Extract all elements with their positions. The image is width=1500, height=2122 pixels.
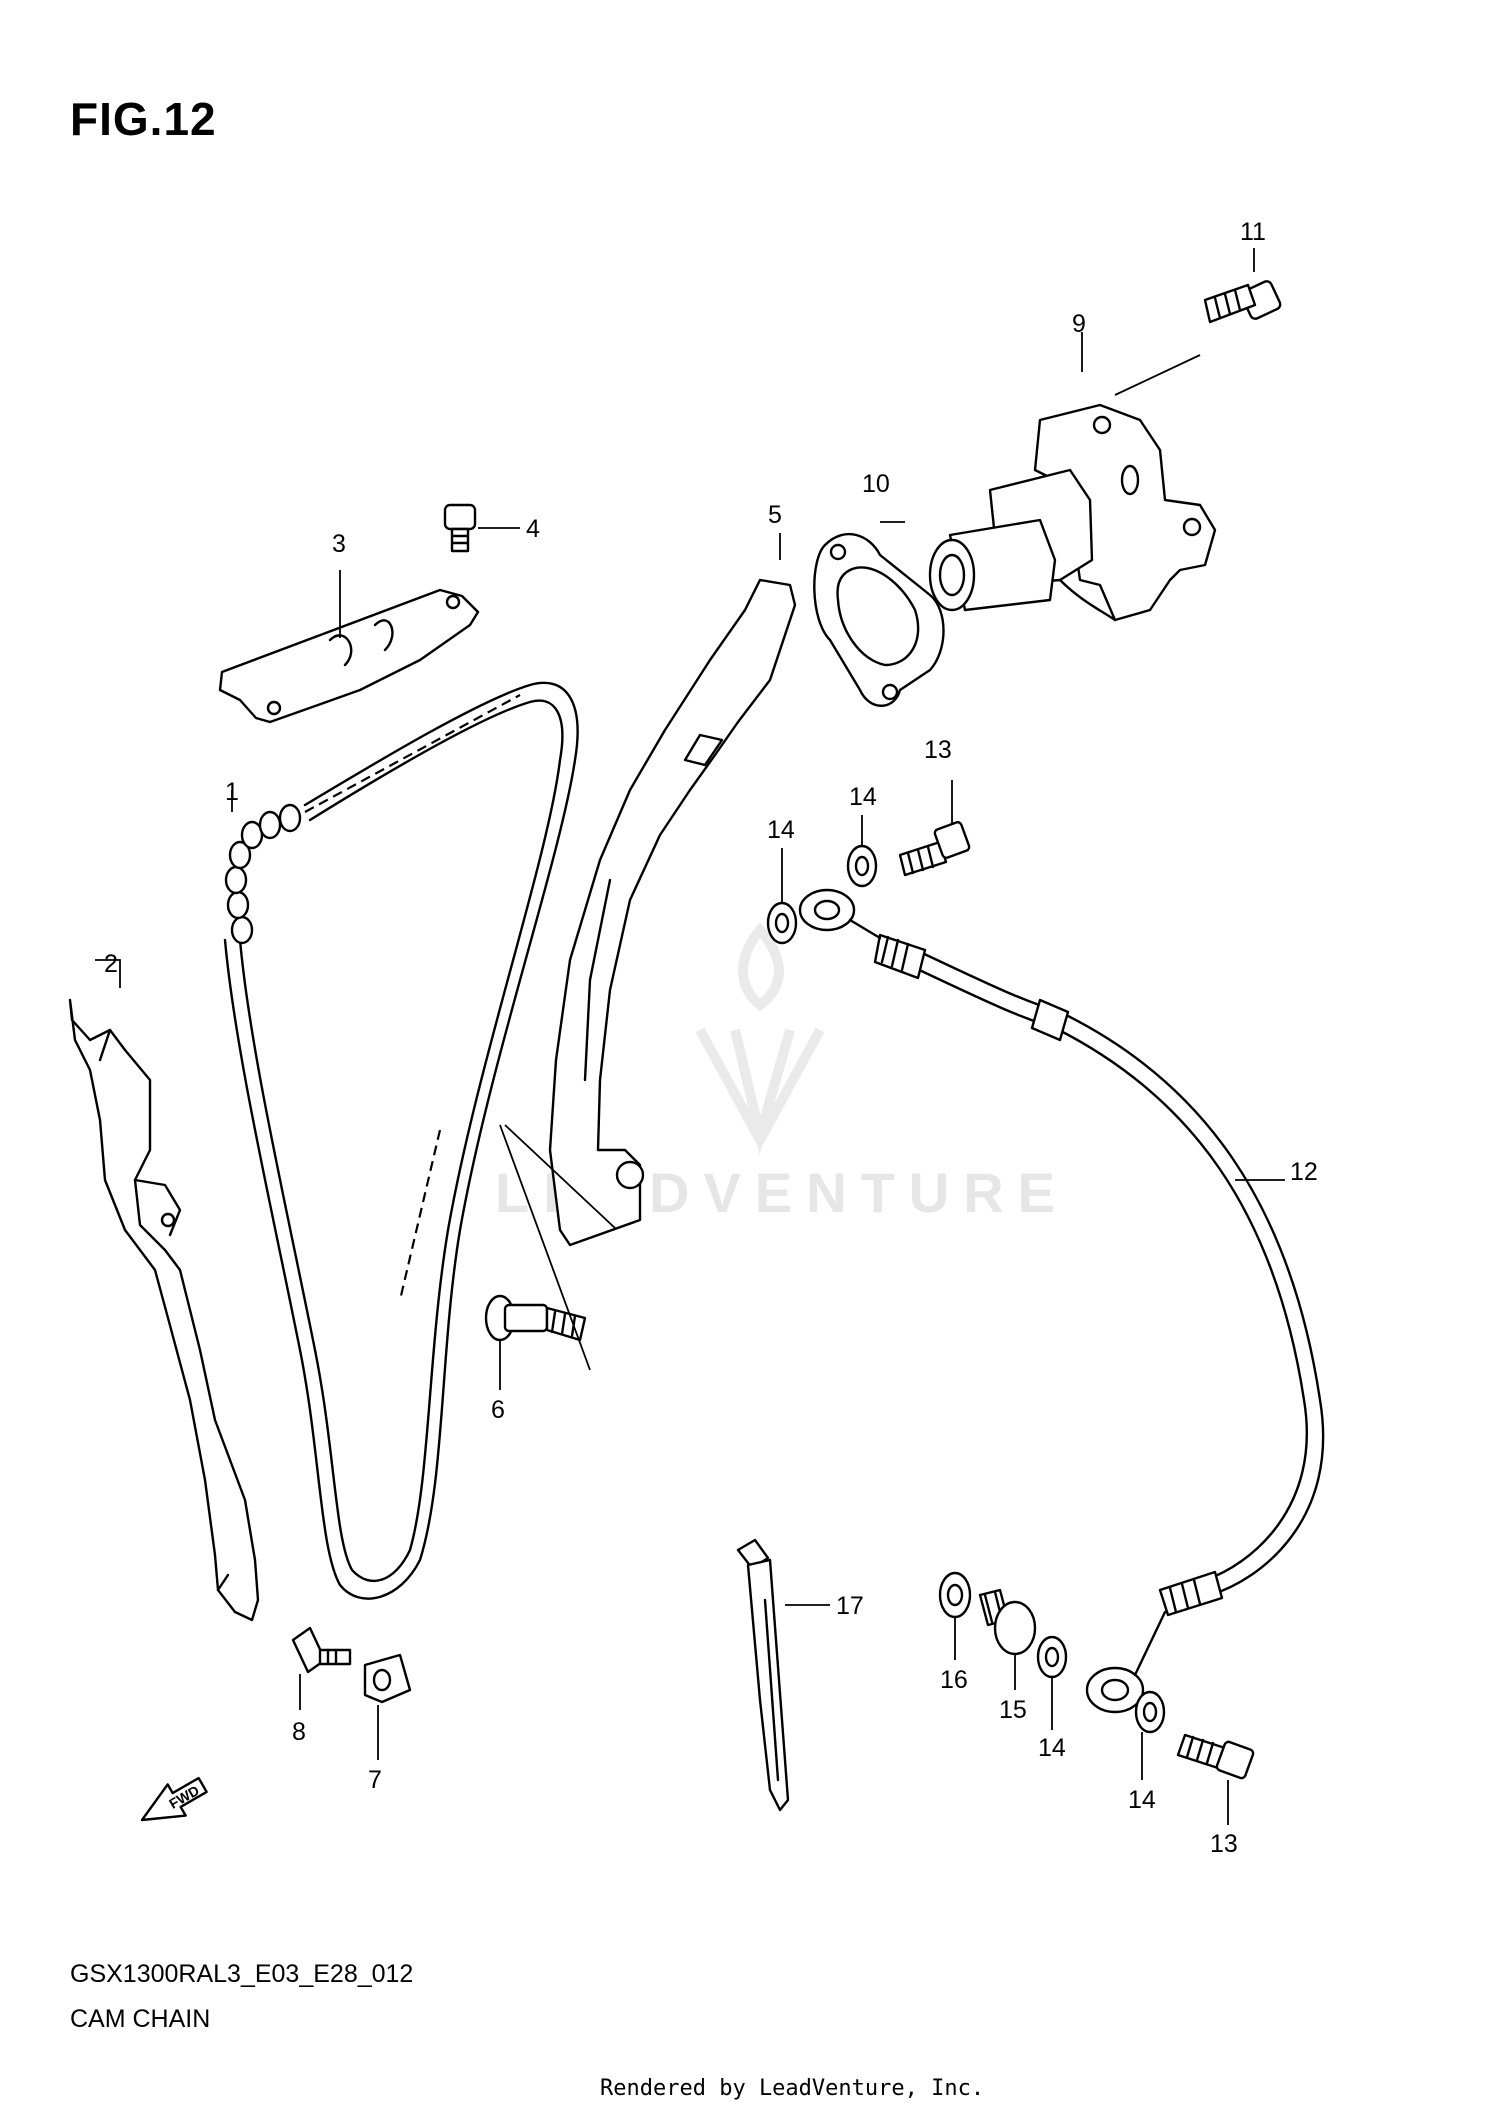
callout-4: 4 <box>526 515 540 543</box>
callout-12: 12 <box>1290 1158 1318 1186</box>
forward-arrow: FWD <box>140 1776 208 1822</box>
callout-5: 5 <box>768 501 782 529</box>
union-bolt-part-13-lower <box>1176 1733 1255 1825</box>
figure-title: FIG.12 <box>70 93 217 145</box>
washer-part-14-a <box>766 848 798 945</box>
callout-14-b: 14 <box>849 783 877 811</box>
chain-links <box>224 803 302 945</box>
render-credit: Rendered by LeadVenture, Inc. <box>600 2076 985 2101</box>
callout-9: 9 <box>1072 310 1086 338</box>
watermark-logo <box>695 922 825 1155</box>
bolt-part-11 <box>1203 280 1282 324</box>
diagram-code: GSX1300RAL3_E03_E28_012 <box>70 1960 414 1988</box>
washer-part-16 <box>938 1571 972 1660</box>
callout-17: 17 <box>836 1592 864 1620</box>
chain-guide-part-2 <box>68 998 260 1622</box>
callout-14-c: 14 <box>1038 1734 1066 1762</box>
callout-13-lower: 13 <box>1210 1830 1238 1858</box>
callout-2: 2 <box>104 950 118 978</box>
diagram-name: CAM CHAIN <box>70 2005 211 2033</box>
cable-tie-part-17 <box>736 1538 830 1812</box>
cam-chain-part-1 <box>223 681 579 1600</box>
top-guide-plate-part-3 <box>218 588 480 724</box>
callout-13-upper: 13 <box>924 736 952 764</box>
washer-part-14-d <box>1134 1690 1166 1780</box>
callout-3: 3 <box>332 530 346 558</box>
callout-7: 7 <box>368 1766 382 1794</box>
oil-hose-part-12 <box>798 888 1325 1714</box>
callout-15: 15 <box>999 1696 1027 1724</box>
pivot-bolt-part-6 <box>484 1124 616 1371</box>
callout-14-a: 14 <box>767 816 795 844</box>
callout-16: 16 <box>940 1666 968 1694</box>
washer-plate-part-7 <box>363 1653 412 1704</box>
callout-1: 1 <box>225 778 239 806</box>
bolt-part-15 <box>978 1588 1037 1690</box>
callout-6: 6 <box>491 1396 505 1424</box>
callout-10: 10 <box>862 470 890 498</box>
callout-8: 8 <box>292 1718 306 1746</box>
callout-11: 11 <box>1240 218 1266 246</box>
union-bolt-part-13-upper <box>898 780 971 877</box>
screw-part-8 <box>291 1626 352 1674</box>
callout-labels: 1 2 3 4 5 6 7 8 9 10 11 12 13 13 14 14 1… <box>104 218 1318 1858</box>
washer-part-14-b <box>846 815 878 888</box>
washer-part-14-c <box>1036 1635 1068 1730</box>
chain-tensioner-part-9 <box>928 354 1217 622</box>
callout-14-d: 14 <box>1128 1786 1156 1814</box>
gasket-part-10 <box>813 533 945 707</box>
screw-part-4 <box>443 503 477 553</box>
tensioner-guide-part-5 <box>548 578 797 1247</box>
